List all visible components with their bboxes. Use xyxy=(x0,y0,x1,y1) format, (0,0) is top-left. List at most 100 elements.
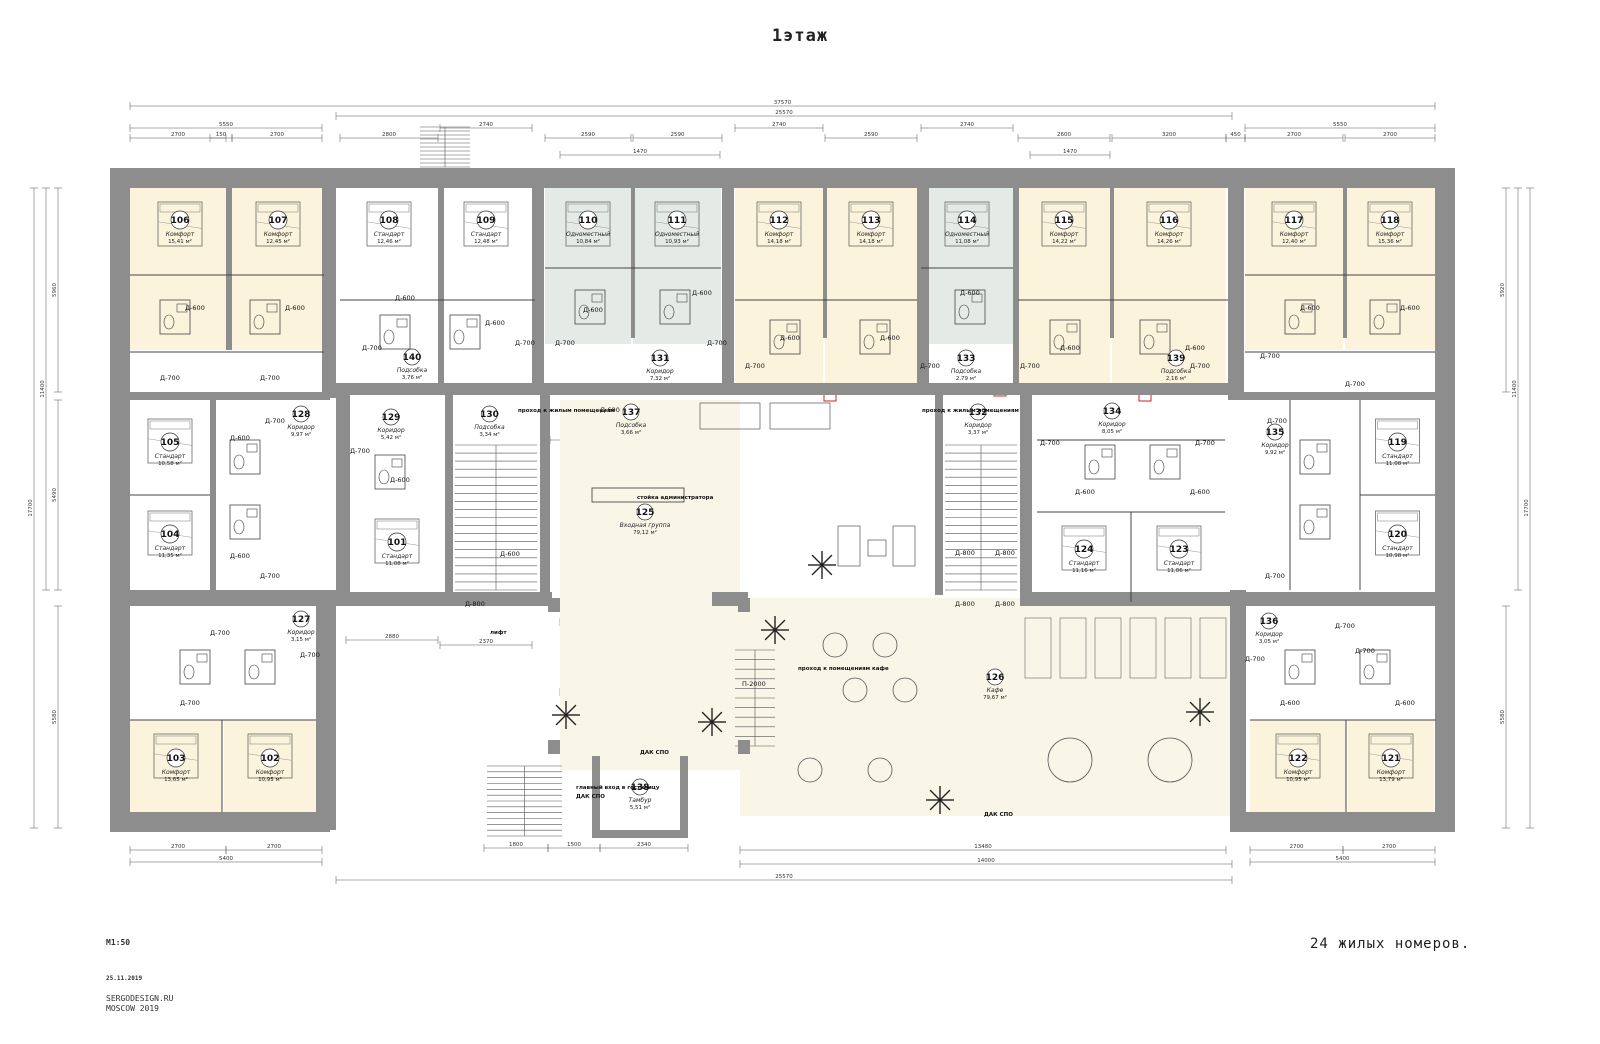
door-d600-11: Д-600 xyxy=(1300,304,1320,312)
plant-0-leaf-7 xyxy=(821,554,833,566)
walls xyxy=(110,168,1455,838)
dim-top2-label: 25570 xyxy=(775,110,793,116)
bath-20-box xyxy=(179,649,211,685)
bed-113-frame xyxy=(848,201,894,247)
space-badge-126 xyxy=(986,668,1004,686)
room-badge-122 xyxy=(1288,748,1308,768)
space-badge-139 xyxy=(1167,349,1185,367)
room-area-102: 10,95 м² xyxy=(258,776,282,783)
space-number-130: 130 xyxy=(480,410,499,420)
room-badge-119 xyxy=(1388,432,1407,452)
bath-11-toilet xyxy=(1288,314,1300,330)
room-number-101: 101 xyxy=(388,538,407,548)
door-d700-22: Д-700 xyxy=(1335,622,1355,630)
bath-12-toilet xyxy=(1373,314,1385,330)
door-d600-18: Д-600 xyxy=(1190,488,1210,496)
room-badge-115 xyxy=(1054,210,1074,230)
room-badge-110 xyxy=(578,210,598,230)
plant-5-leaf-7 xyxy=(939,789,951,801)
wall-33 xyxy=(592,756,600,838)
dim-top-i-label: 2740 xyxy=(960,122,974,128)
room-badge-118 xyxy=(1380,210,1400,230)
space-number-138: 138 xyxy=(631,783,650,793)
space-badge-138 xyxy=(631,778,649,796)
room-badge-107 xyxy=(268,210,288,230)
room-badge-106 xyxy=(170,210,190,230)
booth-1 xyxy=(1059,617,1087,679)
cafe-table-0 xyxy=(822,632,848,658)
wall-36 xyxy=(210,400,216,590)
bath-9-toilet xyxy=(1053,334,1065,350)
bath-18 xyxy=(1299,439,1331,475)
room-type-109: Стандарт xyxy=(471,231,502,238)
bath-21-box xyxy=(244,649,276,685)
room-type-102: Комфорт xyxy=(256,769,285,776)
city-label: MOSCOW 2019 xyxy=(106,1004,159,1013)
plan-title: 1этаж xyxy=(771,26,829,46)
bath-20 xyxy=(179,649,211,685)
room-number-111: 111 xyxy=(668,216,687,226)
room-badge-103 xyxy=(166,748,186,768)
pass-right-note: проход к жилым помещениям xyxy=(922,408,1019,414)
door-d700-1: Д-700 xyxy=(260,374,280,382)
room-number-121: 121 xyxy=(1382,754,1401,764)
room-number-118: 118 xyxy=(1381,216,1400,226)
cafe-table-5 xyxy=(867,757,893,783)
column-0 xyxy=(548,598,560,612)
space-number-135: 135 xyxy=(1266,428,1285,438)
wall-19 xyxy=(1110,188,1114,338)
booth-5 xyxy=(1199,617,1227,679)
wall-14 xyxy=(631,188,635,338)
space-number-132: 132 xyxy=(969,408,988,418)
plant-0 xyxy=(808,551,836,579)
space-type-132: Коридор xyxy=(964,422,991,429)
dim-bottom-a-label: 2700 xyxy=(171,844,185,850)
bed-123-frame xyxy=(1156,525,1202,571)
wall-30 xyxy=(336,592,552,606)
bath-1-sink xyxy=(266,303,278,313)
door-d600-17: Д-600 xyxy=(1075,488,1095,496)
room-badge-102 xyxy=(260,748,280,768)
door-d600-12: Д-600 xyxy=(1400,304,1420,312)
bath-15-sink xyxy=(391,458,403,468)
bed-108-frame xyxy=(366,201,412,247)
bath-4-toilet xyxy=(578,304,590,320)
dim-1470-a-label: 1470 xyxy=(633,149,647,155)
column-3 xyxy=(738,740,750,754)
room-number-114: 114 xyxy=(958,216,977,226)
wall-35 xyxy=(592,830,688,838)
room-type-101: Стандарт xyxy=(382,553,413,560)
room-badge-114 xyxy=(957,210,977,230)
bath-21-toilet xyxy=(248,664,260,680)
bed-119-pillow xyxy=(1377,420,1418,430)
room-number-105: 105 xyxy=(161,438,180,448)
dim-left-a-label: 5960 xyxy=(52,283,58,297)
bath-22-box xyxy=(1284,649,1316,685)
bath-3-box xyxy=(449,314,481,350)
dim-bottom-mid-label: 14000 xyxy=(977,858,995,864)
door-d700-10: Д-700 xyxy=(1260,352,1280,360)
space-area-126: 79,67 м² xyxy=(983,694,1007,701)
room-number-120: 120 xyxy=(1388,530,1407,540)
stair-left xyxy=(455,444,537,591)
bath-0-sink xyxy=(176,303,188,313)
bed-109-frame xyxy=(463,201,509,247)
bed-117-frame xyxy=(1271,201,1317,247)
space-badge-137 xyxy=(622,403,640,421)
bed-103-pillow xyxy=(155,735,197,745)
room-number-115: 115 xyxy=(1055,216,1074,226)
space-type-131: Коридор xyxy=(646,368,673,375)
cafe-fill xyxy=(740,598,1230,816)
dim-top-l-label: 2700 xyxy=(1287,132,1301,138)
bed-121-frame xyxy=(1368,733,1414,779)
bed-120-frame xyxy=(1375,510,1420,556)
plant-2-leaf-7 xyxy=(565,704,577,716)
space-type-126: Кафе xyxy=(987,687,1004,694)
space-area-133: 2,79 м² xyxy=(956,375,976,382)
space-number-139: 139 xyxy=(1167,354,1186,364)
room-type-119: Стандарт xyxy=(1382,453,1413,460)
room-type-123: Стандарт xyxy=(1164,560,1195,567)
door-d600-7: Д-600 xyxy=(880,334,900,342)
bed-106-frame xyxy=(157,201,203,247)
bath-20-toilet xyxy=(183,664,195,680)
